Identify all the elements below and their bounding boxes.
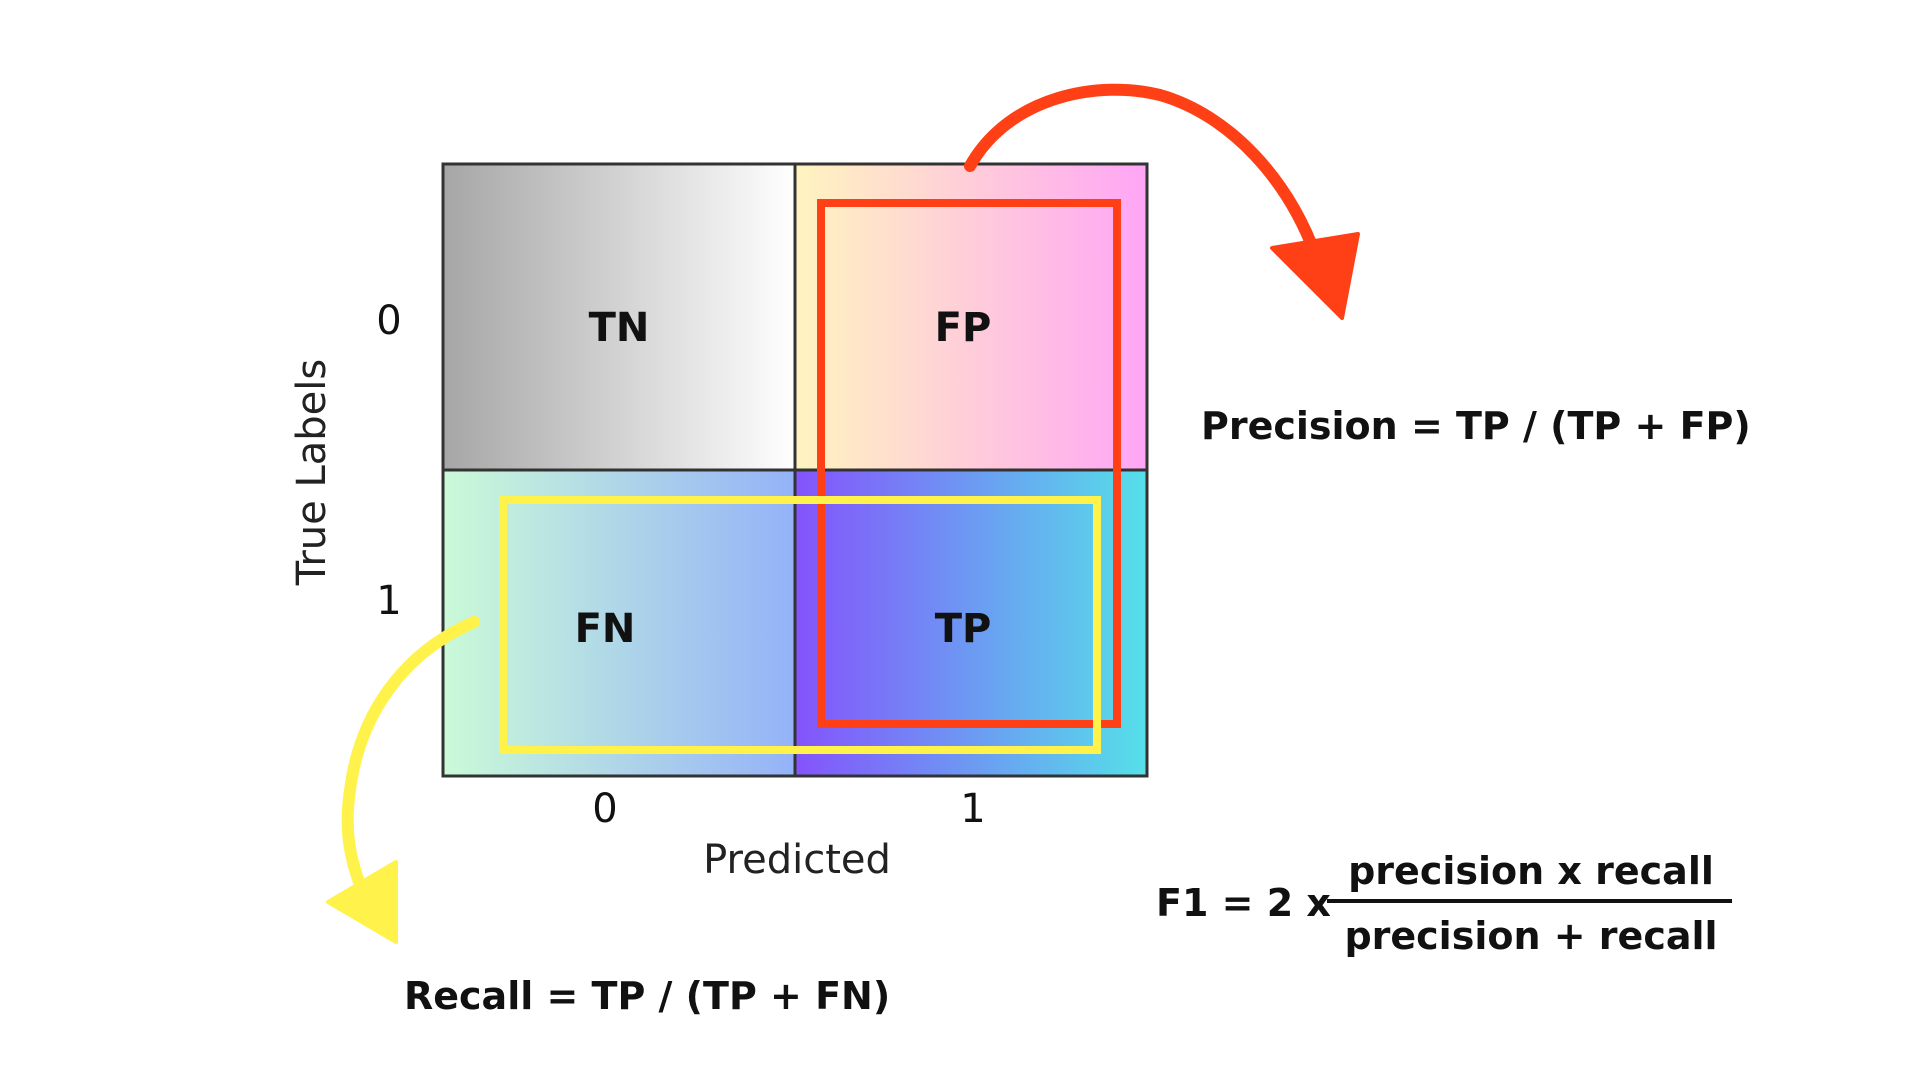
- recall-formula: Recall = TP / (TP + FN): [404, 974, 890, 1018]
- precision-arrow-icon: [964, 83, 1360, 320]
- cell-label-fn: FN: [575, 606, 636, 652]
- x-axis-title: Predicted: [703, 837, 891, 883]
- y-axis-title: True Labels: [289, 359, 335, 586]
- matrix-grid: [441, 162, 1149, 778]
- y-tick-1: 1: [376, 578, 401, 624]
- precision-formula: Precision = TP / (TP + FP): [1201, 404, 1751, 448]
- precision-highlight-box: [817, 199, 1121, 728]
- recall-arrow-icon: [326, 616, 480, 944]
- cell-label-tn: TN: [589, 305, 650, 351]
- cell-label-fp: FP: [935, 305, 992, 351]
- cell-label-tp: TP: [935, 606, 992, 652]
- f1-prefix: F1 = 2 x: [1156, 881, 1331, 925]
- cell-tn: [443, 164, 795, 470]
- y-tick-0: 0: [376, 298, 401, 344]
- f1-denominator: precision + recall: [1344, 914, 1717, 958]
- recall-highlight-box: [499, 496, 1101, 754]
- x-tick-1: 1: [960, 786, 985, 832]
- cell-fp: [795, 164, 1147, 470]
- f1-numerator: precision x recall: [1348, 849, 1714, 893]
- f1-formula: F1 = 2 x precision x recall precision + …: [1156, 849, 1732, 958]
- x-tick-0: 0: [592, 786, 617, 832]
